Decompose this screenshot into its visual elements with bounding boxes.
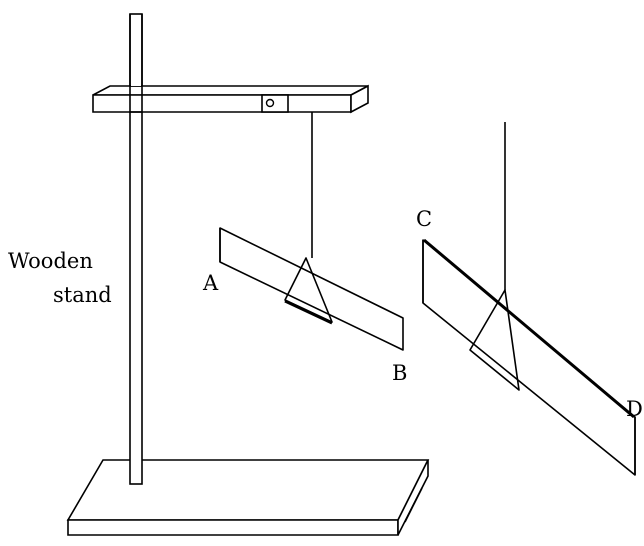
stand-rod [129,13,143,485]
label-c: C [416,207,432,231]
label-a: A [202,271,219,295]
stand-label-line2: stand [53,283,112,307]
stand-label-line1: Wooden [8,249,93,273]
clamp-screw-icon [265,98,275,108]
label-d: D [626,397,643,421]
stand-base [66,459,430,536]
plate-cd [422,238,636,476]
label-b: B [392,361,407,385]
plate-ab [219,227,404,351]
stand-arm [92,14,369,114]
